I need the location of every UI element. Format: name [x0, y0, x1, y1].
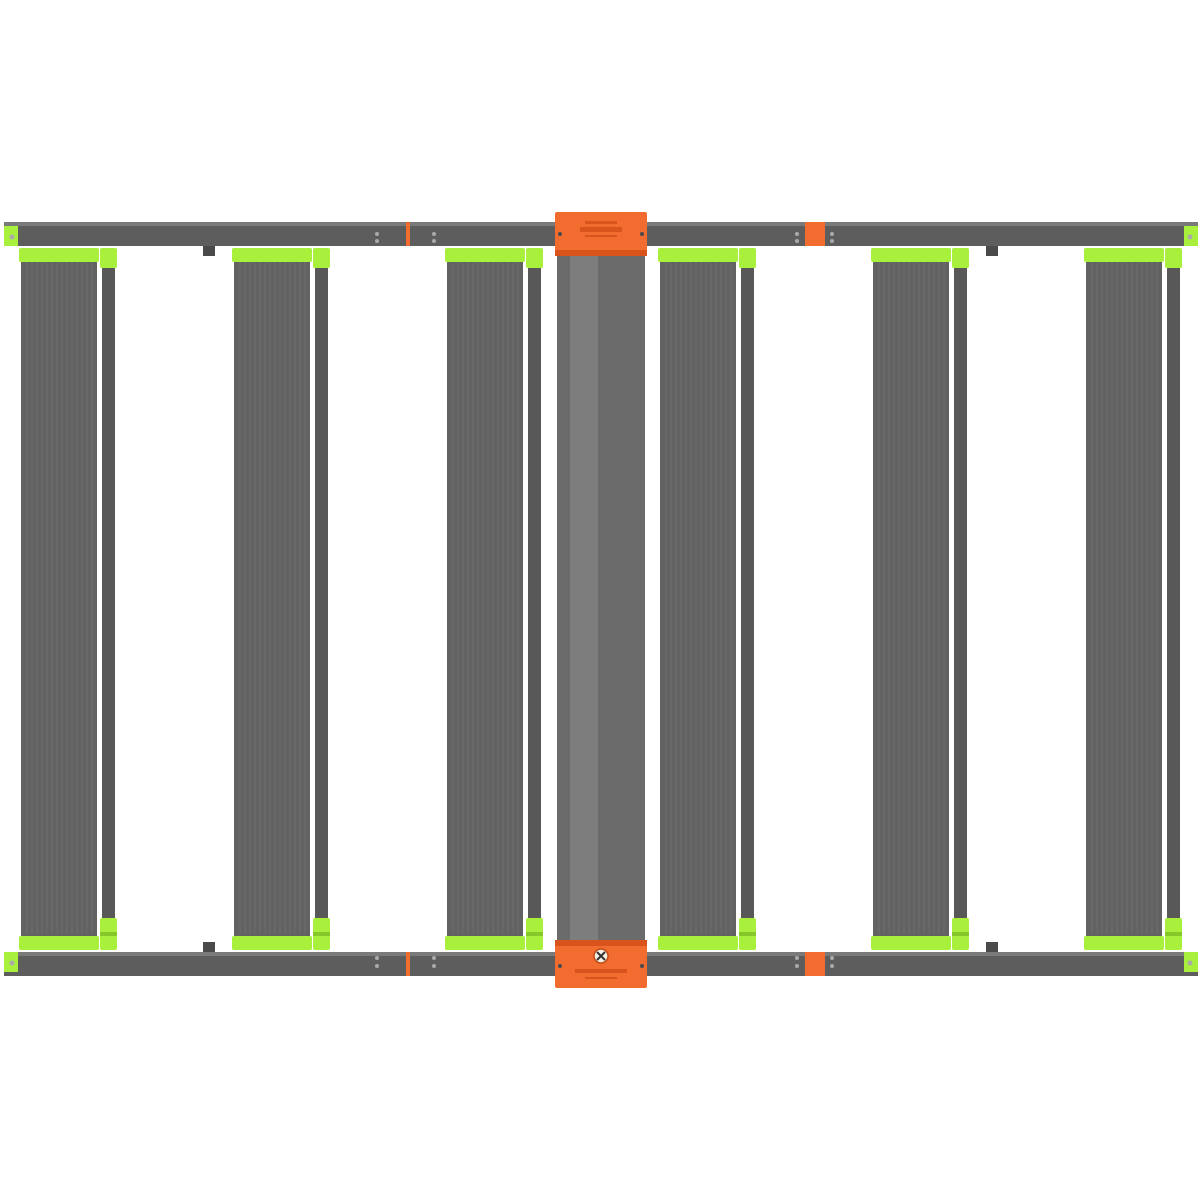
rod-clip-top: [313, 248, 330, 268]
end-cap-top: [1084, 248, 1164, 262]
rod-clip-top: [526, 248, 543, 268]
end-cap-top: [232, 248, 312, 262]
light-bar-3: [445, 248, 543, 950]
end-cap-top: [658, 248, 738, 262]
rod-clip-top: [952, 248, 969, 268]
end-cap-bottom: [232, 936, 312, 950]
light-bar-1: [19, 248, 117, 950]
light-bar-2: [232, 248, 330, 950]
end-cap-top: [871, 248, 951, 262]
end-cap-bottom: [1084, 936, 1164, 950]
light-bar-6: [1084, 248, 1182, 950]
end-cap-top: [445, 248, 525, 262]
end-cap-bottom: [445, 936, 525, 950]
rod-clip-top: [739, 248, 756, 268]
end-cap-top: [19, 248, 99, 262]
rod-clip-top: [1165, 248, 1182, 268]
end-cap-bottom: [658, 936, 738, 950]
end-cap-bottom: [19, 936, 99, 950]
light-bar-4: [658, 248, 756, 950]
brand-plate-top: [580, 221, 622, 237]
light-bars: [19, 248, 1182, 950]
rod-clip-top: [100, 248, 117, 268]
light-bar-5: [871, 248, 969, 950]
power-port-icon: [593, 948, 609, 964]
end-cap-bottom: [871, 936, 951, 950]
brand-plate-bottom: [575, 969, 627, 979]
driver-unit: [555, 212, 647, 988]
